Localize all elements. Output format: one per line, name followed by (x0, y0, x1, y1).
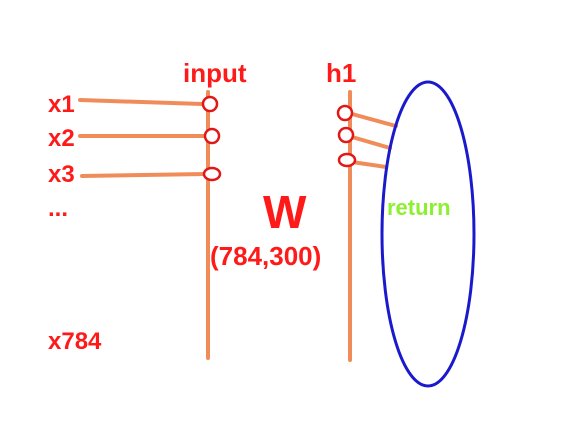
input-layer-label: input (183, 58, 247, 88)
weight-matrix-label: W (263, 186, 307, 238)
return-ellipse (380, 80, 476, 388)
ellipsis-label: ... (48, 195, 68, 222)
return-label: return (387, 195, 451, 220)
input-node-3 (202, 166, 222, 182)
connection-h1-node2-return (350, 135, 392, 150)
connection-x3-input (80, 172, 208, 178)
x2-label: x2 (48, 125, 75, 152)
input-node-2 (203, 127, 221, 145)
input-node-1 (201, 95, 219, 113)
connection-x1-input (78, 98, 204, 106)
h1-node-3 (337, 152, 357, 168)
x784-label: x784 (48, 328, 102, 355)
x3-label: x3 (48, 161, 75, 188)
weight-shape-label: (784,300) (210, 241, 321, 271)
x1-label: x1 (48, 91, 75, 118)
h1-layer-label: h1 (326, 58, 356, 88)
h1-node-1 (336, 104, 354, 122)
h1-node-2 (337, 126, 355, 144)
connection-h1-node1-return (350, 112, 398, 128)
connection-h1-node3-return (350, 160, 388, 169)
